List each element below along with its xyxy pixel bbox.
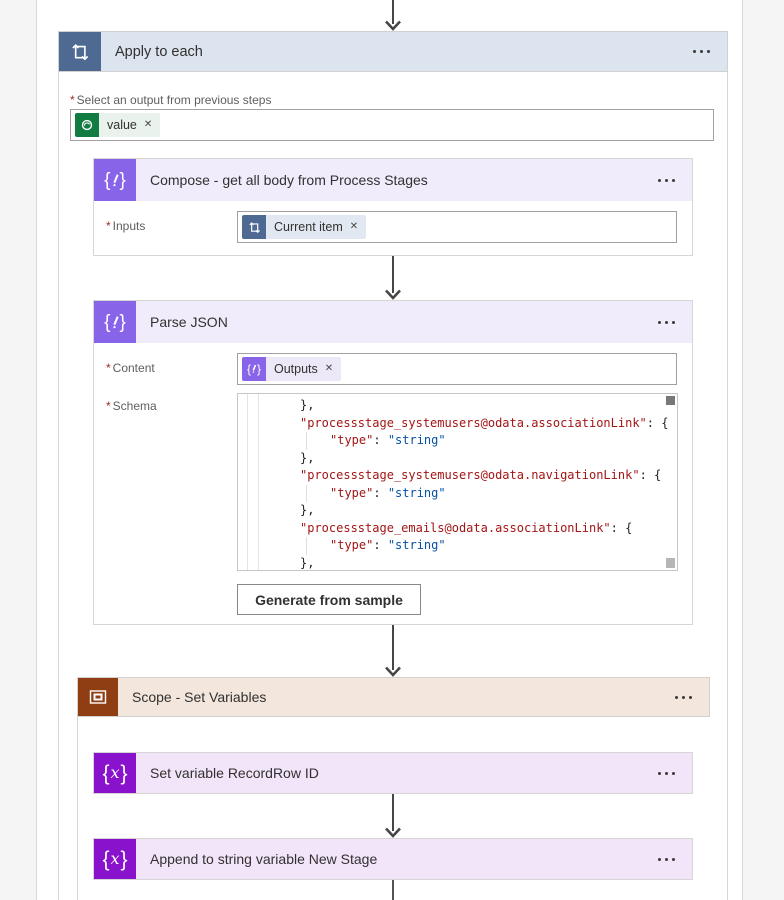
select-output-label: *Select an output from previous steps [70,93,272,107]
more-options-icon[interactable] [641,839,692,879]
apply-to-each-loop-icon [242,215,266,239]
editor-gutter-line [247,394,248,570]
more-options-icon[interactable] [676,32,727,71]
more-options-icon[interactable] [641,159,692,201]
token-label: value [107,118,137,132]
connector-arrow [385,625,401,677]
select-output-input[interactable]: value ✕ [70,109,714,141]
connector-line-bottom [392,880,394,900]
schema-editor[interactable]: },"processstage_systemusers@odata.associ… [237,393,678,571]
apply-to-each-title: Apply to each [115,43,203,60]
remove-token-icon[interactable]: ✕ [324,363,334,374]
braces-x-icon: {x} [94,839,136,879]
braces-pencil-icon: {} [94,301,136,343]
content-input[interactable]: {} Outputs ✕ [237,353,677,385]
token-label: Current item [274,220,343,234]
set-variable-card: {x} Set variable RecordRow ID [93,752,693,794]
editor-gutter-line [258,394,259,570]
scope-title: Scope - Set Variables [132,689,267,705]
set-variable-title: Set variable RecordRow ID [150,765,319,781]
braces-x-icon: {x} [94,753,136,793]
scope-left-border [77,717,78,900]
outputs-token[interactable]: {} Outputs ✕ [242,357,342,381]
compose-card: {} Compose - get all body from Process S… [93,158,693,256]
remove-token-icon[interactable]: ✕ [349,221,359,232]
dataverse-icon [75,113,99,137]
nested-rectangles-icon [78,678,118,716]
braces-pencil-icon: {} [242,357,266,381]
apply-to-each-card-header[interactable]: Apply to each [58,31,728,72]
remove-token-icon[interactable]: ✕ [143,119,153,130]
parse-json-card-header[interactable]: {} Parse JSON [94,301,692,343]
append-variable-card-header[interactable]: {x} Append to string variable New Stage [94,839,692,879]
content-label: *Content [106,361,155,375]
connector-arrow [385,794,401,838]
editor-scrollbar-thumb[interactable] [666,396,675,405]
inputs-label: *Inputs [106,219,146,233]
braces-pencil-icon: {} [94,159,136,201]
scope-card-header[interactable]: Scope - Set Variables [77,677,710,717]
apply-to-each-left-border [58,31,59,900]
required-marker: * [70,93,75,107]
parse-json-title: Parse JSON [150,314,228,330]
schema-label: *Schema [106,399,157,413]
connector-arrow-top [385,0,401,31]
set-variable-card-header[interactable]: {x} Set variable RecordRow ID [94,753,692,793]
compose-title: Compose - get all body from Process Stag… [150,172,428,188]
more-options-icon[interactable] [641,301,692,343]
append-variable-title: Append to string variable New Stage [150,851,378,867]
compose-card-header[interactable]: {} Compose - get all body from Process S… [94,159,692,201]
parse-json-card: {} Parse JSON *Content {} Outputs ✕ *Sch [93,300,693,625]
editor-scrollbar-corner[interactable] [666,558,675,568]
more-options-icon[interactable] [658,678,709,716]
generate-from-sample-button[interactable]: Generate from sample [237,584,421,615]
append-variable-card: {x} Append to string variable New Stage [93,838,693,880]
current-item-token[interactable]: Current item ✕ [242,215,367,239]
apply-to-each-right-border [727,31,728,900]
more-options-icon[interactable] [641,753,692,793]
inputs-input[interactable]: Current item ✕ [237,211,677,243]
token-label: Outputs [274,362,318,376]
apply-to-each-loop-icon [59,32,101,71]
connector-arrow [385,256,401,300]
schema-code: },"processstage_systemusers@odata.associ… [300,398,669,570]
value-token[interactable]: value ✕ [75,113,161,137]
